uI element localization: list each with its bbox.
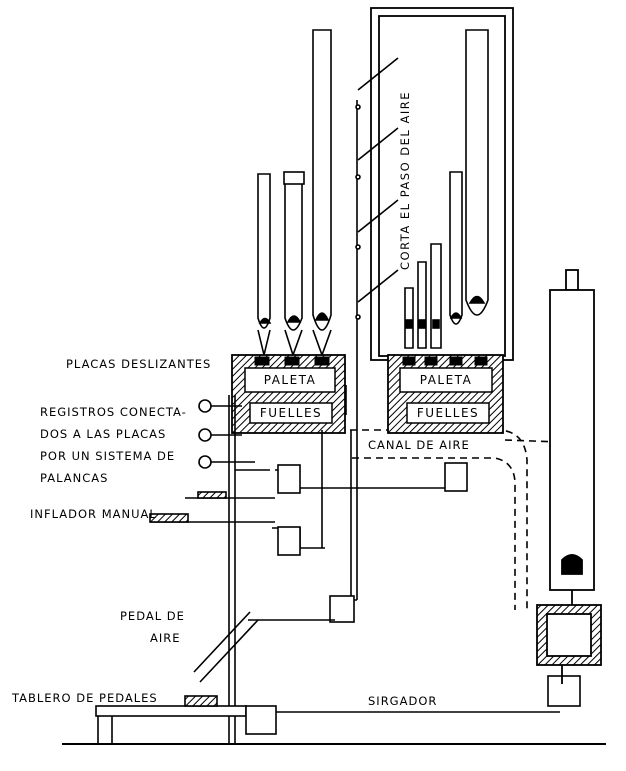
swell-box — [370, 7, 514, 361]
reservoir — [536, 269, 602, 684]
label-paleta-right: PALETA — [419, 373, 473, 387]
label-tablero-de-pedales: TABLERO DE PEDALES — [12, 691, 158, 705]
label-registros-line2: DOS A LAS PLACAS — [40, 427, 167, 441]
label-registros-line4: PALANCAS — [40, 471, 109, 485]
label-inflador-manual: INFLADOR MANUAL — [30, 507, 157, 521]
trundle — [245, 675, 581, 735]
register-knobs — [198, 399, 270, 471]
label-registros-line1: REGISTROS CONECTA- — [40, 405, 187, 419]
label-paleta-left: PALETA — [263, 373, 317, 387]
right-windchest — [387, 354, 504, 434]
label-pedal-de-aire-line2: AIRE — [150, 631, 181, 645]
label-fuelles-left: FUELLES — [259, 406, 323, 420]
air-channel — [350, 429, 561, 610]
left-trackers — [228, 385, 347, 744]
label-registros-line3: POR UN SISTEMA DE — [40, 449, 176, 463]
right-pipes — [404, 29, 489, 349]
linkages — [150, 100, 468, 683]
label-sirgador: SIRGADOR — [368, 694, 438, 708]
left-windchest — [231, 354, 346, 434]
label-canal-de-aire: CANAL DE AIRE — [368, 438, 470, 452]
swell-shutters — [355, 57, 399, 320]
label-corta-el-paso-del-aire: CORTA EL PASO DEL AIRE — [398, 91, 412, 270]
label-placas-deslizantes: PLACAS DESLIZANTES — [66, 357, 212, 371]
label-fuelles-right: FUELLES — [416, 406, 480, 420]
label-pedal-de-aire-line1: PEDAL DE — [120, 609, 185, 623]
left-pipes — [257, 29, 332, 358]
